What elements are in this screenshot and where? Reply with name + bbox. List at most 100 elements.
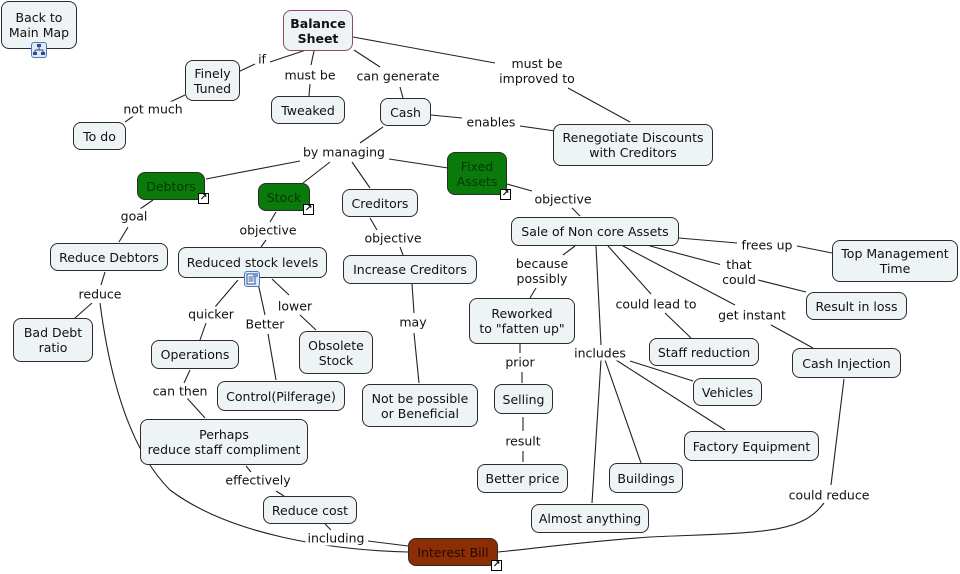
cash-injection-node[interactable]: Cash Injection bbox=[792, 348, 901, 378]
link-line bbox=[562, 245, 576, 256]
link-line bbox=[830, 378, 845, 486]
node-text: Finely Tuned bbox=[193, 65, 232, 96]
almost-anything-node[interactable]: Almost anything bbox=[531, 504, 649, 533]
tweaked-node[interactable]: Tweaked bbox=[271, 96, 345, 124]
reduce-debtors-node[interactable]: Reduce Debtors bbox=[50, 243, 168, 271]
link-line bbox=[678, 237, 738, 244]
link-line bbox=[796, 245, 833, 254]
link-arrow-icon[interactable]: ↗ bbox=[303, 204, 314, 215]
renegotiate-discounts-node[interactable]: Renegotiate Discounts with Creditors bbox=[553, 124, 713, 166]
link-line bbox=[353, 49, 381, 68]
control-pilferage-node[interactable]: Control(Pilferage) bbox=[217, 381, 345, 411]
fixed-assets-node[interactable]: Fixed Assets bbox=[447, 152, 507, 195]
operations-node[interactable]: Operations bbox=[151, 340, 239, 369]
link-label-lower: lower bbox=[275, 298, 315, 314]
back-to-main-map-node[interactable]: Back to Main Map bbox=[1, 1, 77, 49]
node-text: Not be possible or Beneficial bbox=[371, 390, 469, 421]
node-text: Better price bbox=[485, 471, 560, 486]
reworked-node[interactable]: Reworked to "fatten up" bbox=[469, 298, 575, 344]
link-line bbox=[269, 211, 277, 223]
node-text: Stock bbox=[266, 189, 302, 205]
link-line bbox=[199, 322, 207, 341]
link-line bbox=[183, 369, 191, 384]
link-label-can-then: can then bbox=[150, 383, 210, 399]
node-text: Tweaked bbox=[281, 102, 335, 118]
link-line bbox=[324, 523, 332, 531]
node-text: Increase Creditors bbox=[353, 262, 467, 277]
top-management-time-node[interactable]: Top Management Time bbox=[832, 240, 958, 282]
better-price-node[interactable]: Better price bbox=[477, 464, 568, 493]
node-text: Back to Main Map bbox=[8, 10, 70, 40]
link-line bbox=[237, 63, 256, 73]
debtors-node[interactable]: Debtors bbox=[137, 172, 205, 200]
interest-bill-node[interactable]: Interest Bill bbox=[408, 538, 498, 566]
result-in-loss-node[interactable]: Result in loss bbox=[806, 292, 907, 320]
buildings-node[interactable]: Buildings bbox=[609, 463, 683, 493]
link-line bbox=[607, 245, 652, 295]
link-line bbox=[591, 359, 602, 504]
link-line bbox=[757, 279, 807, 293]
link-line bbox=[118, 226, 129, 243]
node-text: Fixed Assets bbox=[456, 158, 498, 189]
obsolete-stock-node[interactable]: Obsolete Stock bbox=[299, 331, 373, 374]
factory-equipment-node[interactable]: Factory Equipment bbox=[684, 431, 819, 461]
staff-reduction-node[interactable]: Staff reduction bbox=[649, 338, 759, 366]
link-label-including: including bbox=[305, 530, 367, 546]
link-line bbox=[299, 314, 317, 331]
link-line bbox=[629, 360, 694, 382]
sitemap-icon[interactable] bbox=[31, 42, 47, 58]
link-arrow-icon[interactable]: ↗ bbox=[500, 189, 511, 200]
link-line bbox=[595, 245, 602, 346]
link-line bbox=[214, 279, 239, 308]
increase-creditors-node[interactable]: Increase Creditors bbox=[343, 255, 477, 284]
link-line bbox=[367, 540, 409, 547]
link-arrow-icon[interactable]: ↗ bbox=[198, 193, 209, 204]
link-label-objective: objective bbox=[532, 191, 594, 207]
link-line bbox=[615, 359, 726, 431]
selling-node[interactable]: Selling bbox=[494, 384, 553, 414]
link-label-prior: prior bbox=[503, 354, 537, 370]
node-text: Selling bbox=[502, 391, 545, 407]
creditors-node[interactable]: Creditors bbox=[342, 189, 418, 217]
node-text: Reduce Debtors bbox=[59, 249, 159, 265]
link-line bbox=[245, 465, 252, 473]
link-label-can-generate: can generate bbox=[354, 68, 442, 84]
node-text: Cash Injection bbox=[802, 355, 891, 371]
link-line bbox=[267, 333, 277, 381]
node-text: Staff reduction bbox=[657, 344, 751, 360]
link-line bbox=[257, 282, 266, 316]
link-label-not-much: not much bbox=[121, 101, 185, 117]
cash-node[interactable]: Cash bbox=[380, 98, 431, 126]
perhaps-reduce-staff-node[interactable]: Perhaps reduce staff compliment bbox=[140, 419, 308, 465]
link-label-must-be-improved-to: must be improved to bbox=[497, 56, 577, 86]
link-label-if: if bbox=[256, 51, 268, 67]
bad-debt-ratio-node[interactable]: Bad Debt ratio bbox=[13, 318, 93, 362]
reduce-cost-node[interactable]: Reduce cost bbox=[263, 496, 357, 524]
balance-sheet-node[interactable]: Balance Sheet bbox=[283, 10, 353, 51]
link-line bbox=[369, 217, 378, 231]
link-label-goal: goal bbox=[118, 208, 150, 224]
link-line bbox=[205, 160, 301, 180]
stock-node[interactable]: Stock bbox=[258, 183, 310, 211]
link-label-could-reduce: could reduce bbox=[786, 487, 872, 503]
node-text: Control(Pilferage) bbox=[226, 388, 336, 404]
link-line bbox=[74, 302, 93, 319]
link-label-that-could: that could bbox=[720, 257, 758, 287]
finely-tuned-node[interactable]: Finely Tuned bbox=[185, 60, 240, 101]
link-label-includes: includes bbox=[572, 345, 628, 361]
link-line bbox=[275, 490, 285, 497]
node-text: Vehicles bbox=[701, 384, 754, 400]
link-arrow-icon[interactable]: ↗ bbox=[491, 560, 502, 571]
sale-of-non-core-assets-node[interactable]: Sale of Non core Assets bbox=[511, 217, 679, 246]
link-label-objective: objective bbox=[362, 230, 424, 246]
link-line bbox=[430, 114, 463, 119]
link-line bbox=[571, 207, 581, 217]
to-do-node[interactable]: To do bbox=[73, 122, 126, 150]
link-line bbox=[139, 199, 154, 210]
node-text: Reduce cost bbox=[271, 502, 349, 518]
vehicles-node[interactable]: Vehicles bbox=[693, 378, 762, 406]
link-line bbox=[352, 36, 496, 64]
document-icon[interactable] bbox=[244, 271, 260, 287]
not-be-possible-node[interactable]: Not be possible or Beneficial bbox=[362, 384, 478, 427]
